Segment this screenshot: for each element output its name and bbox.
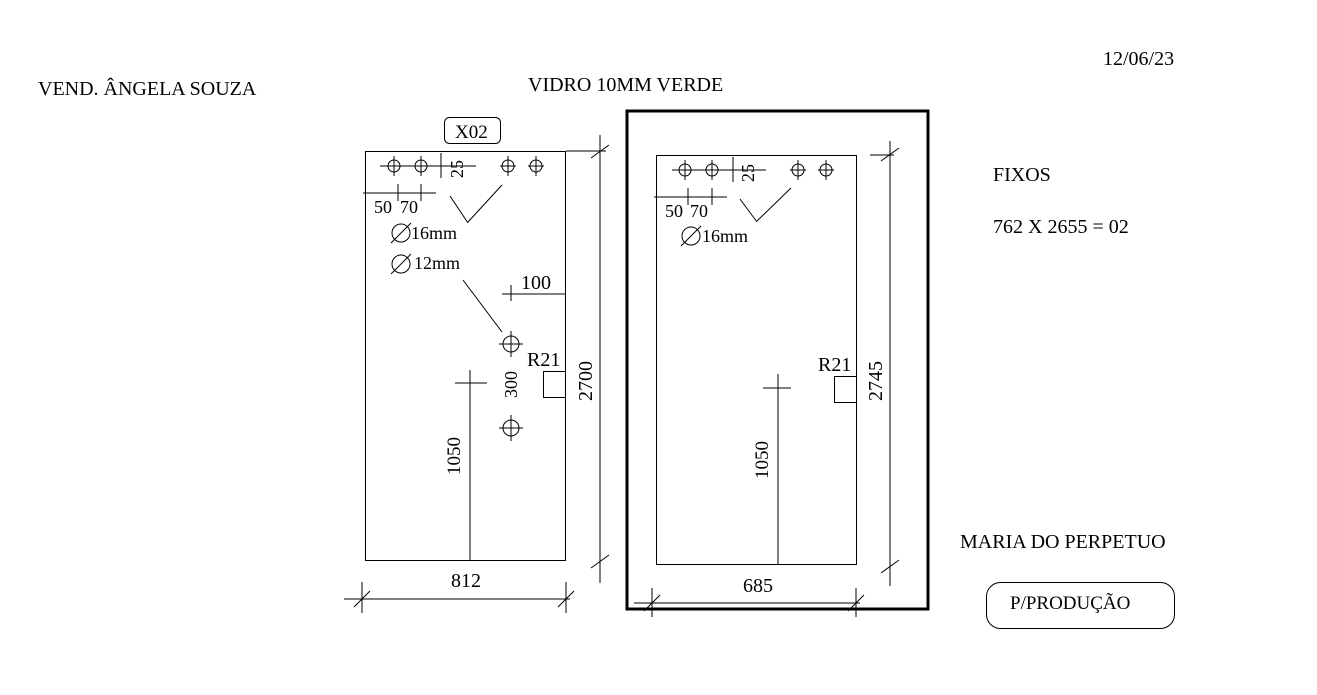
left-glass-panel [365, 151, 566, 561]
left-dim-100: 100 [521, 272, 551, 294]
right-hole-16mm: 16mm [702, 226, 748, 246]
right-dim-50: 50 [665, 201, 683, 221]
right-dim-685: 685 [743, 575, 773, 597]
left-dim-50-70-line [363, 184, 436, 201]
client-name: MARIA DO PERPETUO [960, 531, 1166, 553]
fixos-spec: 762 X 2655 = 02 [993, 216, 1129, 238]
right-dim-70: 70 [690, 201, 708, 221]
fixos-label: FIXOS [993, 164, 1051, 186]
left-diameter-16-icon [390, 222, 412, 244]
left-hole-12mm: 12mm [414, 253, 460, 273]
left-top-holes [380, 153, 544, 178]
left-dim-2700-line [566, 135, 610, 583]
production-button-label[interactable]: P/PRODUÇÃO [1010, 592, 1130, 614]
right-dim-50-70-line [654, 188, 727, 205]
left-dim-2700: 2700 [575, 361, 597, 401]
right-leader-16mm-b [756, 187, 792, 222]
right-glass-panel [656, 155, 857, 565]
right-leader-16mm [739, 198, 758, 223]
left-radius-r21: R21 [527, 349, 560, 371]
left-dim-812: 812 [451, 570, 481, 592]
right-diameter-16-icon [680, 225, 702, 247]
right-dim-1050: 1050 [752, 441, 773, 479]
left-dim-300: 300 [501, 371, 521, 398]
left-panel-tag: X02 [455, 122, 488, 143]
right-top-holes [672, 157, 834, 182]
right-dim-2745-line [870, 141, 900, 586]
date-label: 12/06/23 [1103, 48, 1175, 70]
left-dim-50: 50 [374, 197, 392, 217]
right-frame-border [625, 109, 930, 611]
left-notch-r21 [543, 371, 566, 398]
left-hole-16mm: 16mm [411, 223, 457, 243]
vendor-label: VEND. ÂNGELA SOUZA [38, 78, 257, 100]
left-tag-box [444, 117, 501, 144]
left-handle-hole-bottom [499, 415, 523, 441]
left-diameter-12-icon [390, 253, 412, 275]
left-dim-70: 70 [400, 197, 418, 217]
material-label: VIDRO 10MM VERDE [528, 74, 724, 96]
left-leader-12mm [462, 279, 503, 333]
production-button-frame [986, 582, 1175, 629]
left-dim-25: 25 [447, 160, 467, 178]
right-dim-2745: 2745 [865, 361, 887, 401]
left-handle-hole-top [499, 331, 523, 357]
right-notch-r21 [834, 376, 857, 403]
left-dim-812-line [344, 582, 575, 613]
left-dim-1050: 1050 [444, 437, 465, 475]
left-leader-16mm [449, 195, 469, 224]
left-leader-16mm-b [467, 184, 503, 223]
right-dim-685-line [634, 588, 865, 617]
right-radius-r21: R21 [818, 354, 851, 376]
right-dim-25: 25 [738, 164, 758, 182]
